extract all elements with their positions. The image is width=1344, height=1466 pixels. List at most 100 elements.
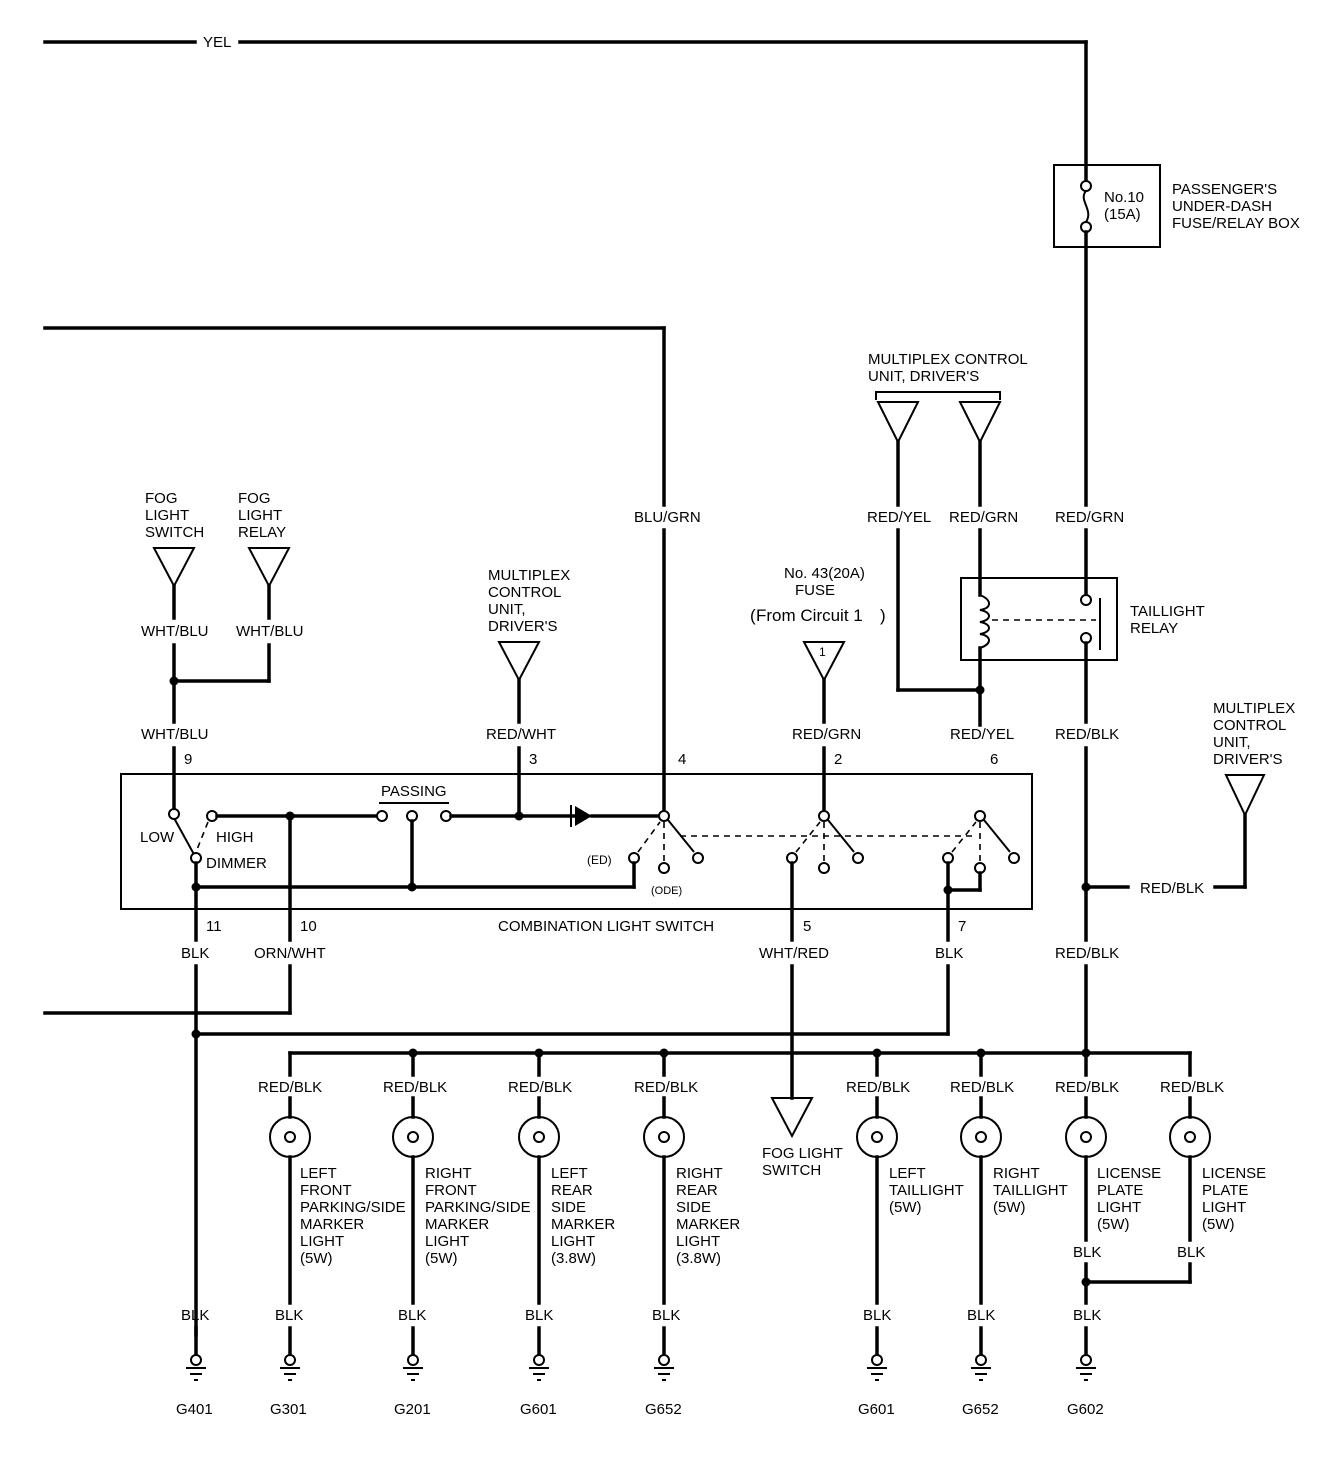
lamp1-label-6: (5W): [300, 1250, 333, 1267]
lamp8-label-1: LICENSE: [1202, 1165, 1266, 1182]
lamp2-label-4: MARKER: [425, 1216, 489, 1233]
fuse-box-label-2: UNDER-DASH: [1172, 198, 1272, 215]
wire-label-blk-pin11: BLK: [181, 945, 209, 962]
taillight-relay-label-1: TAILLIGHT: [1130, 603, 1205, 620]
switch-pos-a: (ED): [587, 853, 612, 867]
mcu-mid-label-2: CONTROL: [488, 584, 561, 601]
lamp4-label-3: SIDE: [676, 1199, 711, 1216]
lamp3-label-1: LEFT: [551, 1165, 588, 1182]
lamp1-label-3: PARKING/SIDE: [300, 1199, 406, 1216]
ground-g401: G401: [176, 1401, 213, 1418]
lamp6-label-2: TAILLIGHT: [993, 1182, 1068, 1199]
mcu-top-label-2: UNIT, DRIVER'S: [868, 368, 979, 385]
passing-label: PASSING: [381, 783, 447, 800]
wire-label-blk-lamp6: BLK: [967, 1307, 995, 1324]
lamp-right-rear-side-marker: [643, 1051, 685, 1358]
lamp7-label-4: (5W): [1097, 1216, 1130, 1233]
wire-label-red-yel-relay: RED/YEL: [950, 726, 1014, 743]
wire-label-blk-lamp3: BLK: [525, 1307, 553, 1324]
svg-text:(: (: [750, 606, 756, 625]
pin-2: 2: [834, 751, 842, 768]
fog-switch-bottom-label-2: SWITCH: [762, 1162, 821, 1179]
wire-label-red-grn-fuse: RED/GRN: [1055, 509, 1124, 526]
mcu-mid-label-3: UNIT,: [488, 601, 526, 618]
lamp5-label-1: LEFT: [889, 1165, 926, 1182]
dimmer-low-label: LOW: [140, 829, 175, 846]
fuse43-connector: [802, 641, 846, 683]
lamp4-label-4: MARKER: [676, 1216, 740, 1233]
fuse43-label-1: No. 43(20A): [784, 565, 865, 582]
wire-label-wht-red: WHT/RED: [759, 945, 829, 962]
mcu-top-connector-2: [958, 401, 1002, 445]
mcu-right-label-1: MULTIPLEX: [1213, 700, 1295, 717]
ground-g602: G602: [1067, 1401, 1104, 1418]
wire-label-red-blk-lamp4: RED/BLK: [634, 1079, 698, 1096]
lamp-left-rear-side-marker: [518, 1051, 560, 1358]
wire-label-red-grn-fuse43: RED/GRN: [792, 726, 861, 743]
lamp2-label-6: (5W): [425, 1250, 458, 1267]
fuse-box-label-1: PASSENGER'S: [1172, 181, 1277, 198]
wire-label-blk-lamp2: BLK: [398, 1307, 426, 1324]
wire-label-blk-lamp5: BLK: [863, 1307, 891, 1324]
wire-label-red-yel-mcu: RED/YEL: [867, 509, 931, 526]
fog-switch-connector: [152, 547, 196, 589]
lamp7-label-1: LICENSE: [1097, 1165, 1161, 1182]
pin-7: 7: [958, 918, 966, 935]
wire-label-red-blk-bus: RED/BLK: [1055, 945, 1119, 962]
mcu-top-connector-1: [876, 401, 920, 445]
pin-9: 9: [184, 751, 192, 768]
mcu-right-label-2: CONTROL: [1213, 717, 1286, 734]
wire-label-red-blk-lamp3: RED/BLK: [508, 1079, 572, 1096]
wire-label-red-blk-lamp6: RED/BLK: [950, 1079, 1014, 1096]
lamp5-label-3: (5W): [889, 1199, 922, 1216]
wire-label-red-blk-lamp5: RED/BLK: [846, 1079, 910, 1096]
fuse43-circuit-ref: 1: [819, 645, 826, 659]
lamp5-label-2: TAILLIGHT: [889, 1182, 964, 1199]
lamp3-label-5: LIGHT: [551, 1233, 595, 1250]
switch-pos-b: (ODE): [651, 885, 682, 897]
mcu-right-label-4: DRIVER'S: [1213, 751, 1283, 768]
wire-label-blk-lamp7: BLK: [1073, 1244, 1101, 1261]
taillight-relay-label-2: RELAY: [1130, 620, 1178, 637]
wire-label-blk-lamp4: BLK: [652, 1307, 680, 1324]
ground-symbols: [186, 1354, 1096, 1381]
ground-g601-b: G601: [858, 1401, 895, 1418]
dimmer-label: DIMMER: [206, 855, 267, 872]
fog-switch-bottom-label-1: FOG LIGHT: [762, 1145, 843, 1162]
fog-switch-label-3: SWITCH: [145, 524, 204, 541]
wire-label-red-blk-lamp7: RED/BLK: [1055, 1079, 1119, 1096]
wire-label-red-blk-lamp1: RED/BLK: [258, 1079, 322, 1096]
mcu-right-label-3: UNIT,: [1213, 734, 1251, 751]
lamp6-label-1: RIGHT: [993, 1165, 1040, 1182]
lamp-license-plate-1: [1065, 1051, 1107, 1358]
pin-3: 3: [529, 751, 537, 768]
lamp-right-front-parking: [392, 1051, 434, 1358]
lamp1-label-2: FRONT: [300, 1182, 352, 1199]
fuse10-number: No.10: [1104, 189, 1144, 206]
lamp4-label-2: REAR: [676, 1182, 718, 1199]
wire-label-red-blk-relay: RED/BLK: [1055, 726, 1119, 743]
fuse43-from-circuit: From Circuit 1: [756, 606, 863, 625]
ground-g652-a: G652: [645, 1401, 682, 1418]
wire-label-red-wht: RED/WHT: [486, 726, 556, 743]
wire-label-blk-g602: BLK: [1073, 1307, 1101, 1324]
ground-g652-b: G652: [962, 1401, 999, 1418]
pin-6: 6: [990, 751, 998, 768]
wire-label-orn-wht: ORN/WHT: [254, 945, 326, 962]
wire-label-blk-lamp1: BLK: [275, 1307, 303, 1324]
combination-switch-title: COMBINATION LIGHT SWITCH: [498, 918, 714, 935]
lamp2-label-3: PARKING/SIDE: [425, 1199, 531, 1216]
lamp8-label-2: PLATE: [1202, 1182, 1248, 1199]
svg-text:): ): [880, 606, 886, 625]
fuse10-rating: (15A): [1104, 206, 1141, 223]
mcu-top-bracket: [875, 391, 1001, 400]
lamp3-label-4: MARKER: [551, 1216, 615, 1233]
mcu-mid-label-4: DRIVER'S: [488, 618, 558, 635]
ground-g201: G201: [394, 1401, 431, 1418]
lamp-right-taillight: [960, 1051, 1002, 1358]
fog-light-switch-connector: [770, 1097, 814, 1139]
mcu-right-connector: [1224, 774, 1266, 818]
wire-label-wht-blu-relay: WHT/BLU: [236, 623, 304, 640]
pin-5: 5: [803, 918, 811, 935]
